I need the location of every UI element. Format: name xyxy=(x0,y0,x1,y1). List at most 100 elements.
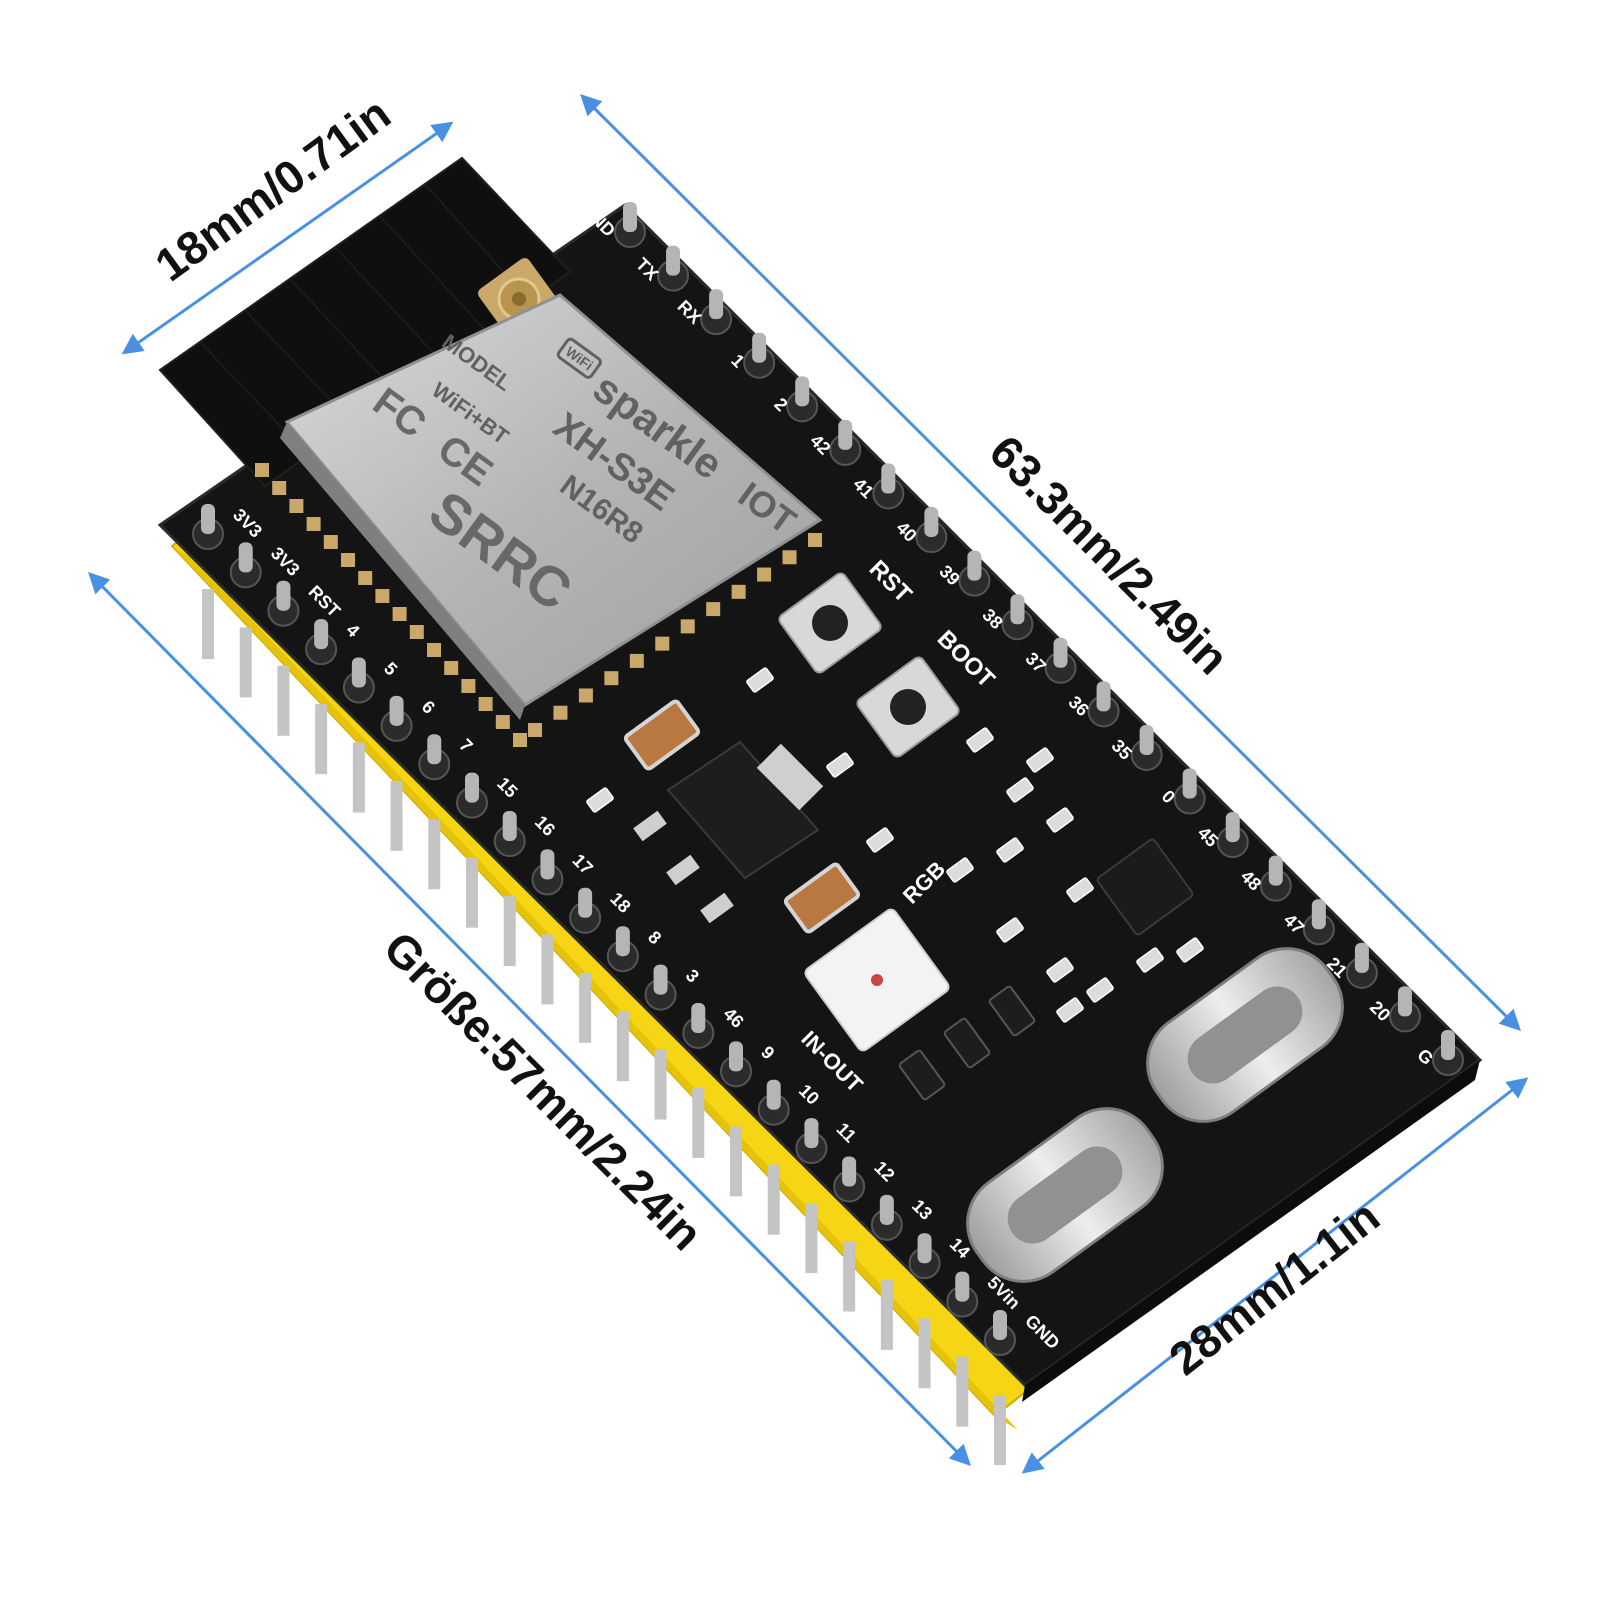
module-pad xyxy=(478,697,493,711)
pin-tip xyxy=(842,1156,857,1187)
pin-leg xyxy=(767,1164,780,1235)
smd-part xyxy=(1026,747,1054,773)
pin-tip xyxy=(623,202,637,232)
module-pad xyxy=(782,550,797,565)
smd-part xyxy=(1056,997,1084,1023)
pin-tip xyxy=(351,657,366,688)
module-castellated-pads xyxy=(255,463,822,747)
pin-leg xyxy=(202,589,214,659)
pin-tip xyxy=(1354,942,1369,973)
module-pad xyxy=(461,679,476,693)
module-pad xyxy=(341,553,355,567)
smd-part xyxy=(1006,777,1034,803)
pin-leg xyxy=(315,704,328,775)
module-pad xyxy=(513,733,527,747)
pin-leg xyxy=(918,1318,931,1389)
module-pad xyxy=(392,607,407,621)
left-header-legs xyxy=(202,589,1006,1465)
pin-tip xyxy=(201,504,215,534)
pin-tip xyxy=(967,550,982,581)
pin-leg xyxy=(428,819,441,890)
pcb-antenna xyxy=(158,156,572,488)
pin-tip xyxy=(924,507,939,538)
pin-tip xyxy=(314,619,329,650)
module-pad xyxy=(706,602,721,617)
usb-c-port-2[interactable] xyxy=(948,1089,1183,1301)
pin-tip xyxy=(879,1194,894,1225)
pin-leg xyxy=(616,1011,629,1082)
pin-leg xyxy=(730,1126,742,1197)
module-pad xyxy=(409,625,424,639)
smd-part xyxy=(1046,957,1074,983)
pin-tip xyxy=(1225,812,1240,843)
pin-tip xyxy=(729,1041,743,1072)
pin-leg xyxy=(390,780,403,851)
smd-part xyxy=(1136,947,1164,973)
pin-tip xyxy=(881,463,896,494)
smd-part xyxy=(1176,937,1204,963)
usb-c-port-1[interactable] xyxy=(1128,929,1363,1141)
pin-leg xyxy=(541,934,554,1005)
pin-tip xyxy=(615,926,630,957)
pin-leg xyxy=(352,742,365,813)
smd-part xyxy=(996,837,1024,863)
pin-leg xyxy=(239,627,252,698)
pin-tip xyxy=(578,887,593,918)
boot-button[interactable] xyxy=(855,655,961,759)
module-pad xyxy=(272,481,287,495)
pin-leg xyxy=(277,665,290,736)
pin-leg xyxy=(654,1049,667,1120)
smd-part xyxy=(1046,807,1074,833)
pin-tip xyxy=(917,1233,932,1264)
pin-leg xyxy=(692,1087,705,1158)
module-pad xyxy=(528,723,542,737)
module-pad xyxy=(289,499,304,513)
pin-leg xyxy=(956,1356,969,1427)
module-pad xyxy=(427,643,441,657)
pin-leg xyxy=(466,857,478,928)
module-pad xyxy=(444,661,459,675)
antenna-width-dimension-line xyxy=(121,121,454,355)
pin-tip xyxy=(238,542,253,573)
voltage-regulator xyxy=(633,740,824,924)
board-length-dimension-line xyxy=(580,94,1521,1031)
pin-span-dimension-line xyxy=(88,572,971,1466)
module-pad xyxy=(604,671,619,686)
pin-tip xyxy=(1010,594,1025,625)
rgb-led xyxy=(804,908,950,1052)
pin-leg xyxy=(843,1241,856,1312)
pin-tip xyxy=(804,1118,819,1149)
pin-tip xyxy=(1441,1030,1455,1060)
module-pad xyxy=(629,653,644,668)
pin-tip xyxy=(1182,768,1197,799)
pin-tip xyxy=(540,849,555,880)
tantalum-capacitor-2 xyxy=(783,862,861,934)
smd-part xyxy=(946,857,974,883)
board-width-dimension-line xyxy=(1021,1077,1529,1474)
smd-part xyxy=(826,752,854,778)
wifi-badge-outline xyxy=(556,337,602,379)
pin-tip xyxy=(691,1002,706,1033)
pin-tip xyxy=(955,1271,970,1302)
rst-button[interactable] xyxy=(777,571,883,675)
pin-tip xyxy=(709,289,724,320)
pin-tip xyxy=(993,1310,1007,1340)
pin-tip xyxy=(465,772,479,803)
smd-part xyxy=(866,827,894,853)
pin-tip xyxy=(795,376,810,407)
left-pin-tops xyxy=(192,504,1016,1356)
module-pad xyxy=(306,517,321,531)
pin-tip xyxy=(1311,899,1326,930)
pin-tip xyxy=(1268,855,1283,886)
pin-leg xyxy=(503,896,516,967)
pin-tip xyxy=(666,245,681,276)
usb-uart-chip xyxy=(1096,838,1194,936)
pin-tip xyxy=(1096,681,1111,712)
smd-part xyxy=(746,667,774,693)
pin-tip xyxy=(766,1079,781,1110)
pin-tip xyxy=(838,419,853,450)
smd-part xyxy=(996,917,1024,943)
pin-tip xyxy=(502,811,517,842)
pin-leg xyxy=(805,1203,818,1274)
